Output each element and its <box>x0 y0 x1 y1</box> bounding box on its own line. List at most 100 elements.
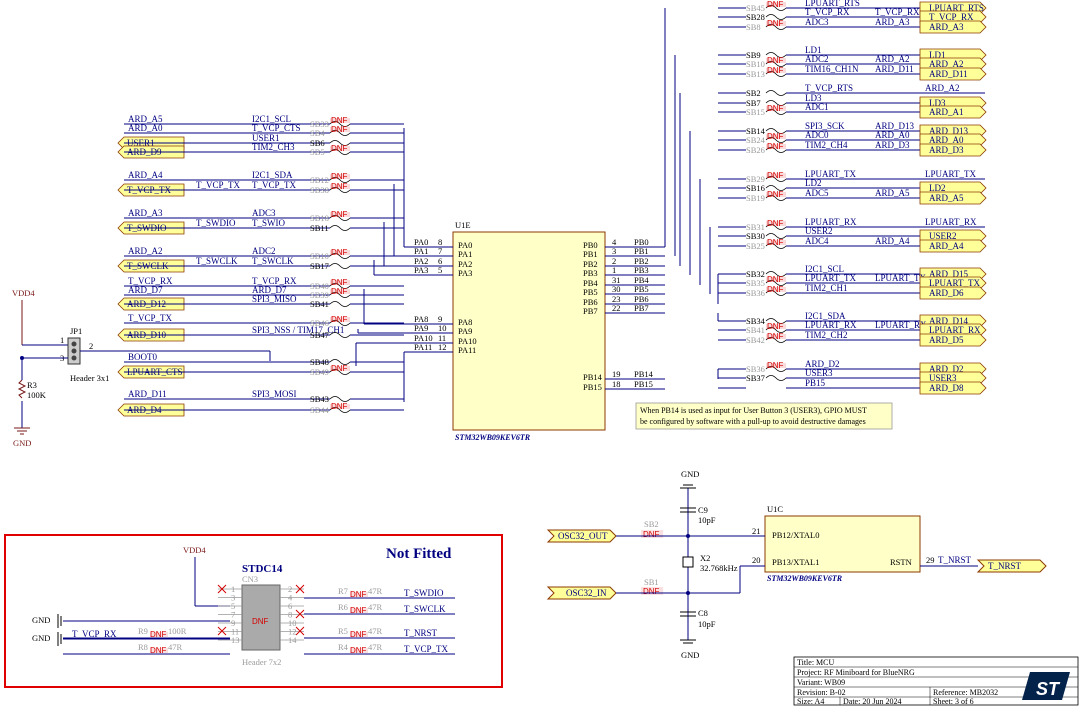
right-g6-r1-mid: LPUART_TX <box>875 273 926 283</box>
stdc-vdd: VDD4 <box>183 545 206 555</box>
left-g0-r0-port: ARD_A5 <box>128 114 163 124</box>
jp1-gnd-label: GND <box>13 438 31 448</box>
u1e-rpin-5-num: 30 <box>612 284 621 294</box>
left-g1-r0-sb-ref: SB12 <box>310 175 329 185</box>
u1c-pin-a: PB12/XTAL0 <box>772 530 820 540</box>
left-g0-r1-net: T_VCP_CTS <box>252 123 301 133</box>
right-g4-r1-net: LD2 <box>805 178 822 188</box>
stdc-r3-dnf-mark <box>150 648 168 653</box>
left-g5-r0-port: T_VCP_TX <box>128 313 173 323</box>
left-g7-r0-sb-symbol <box>329 396 351 402</box>
u1e-rpin-3-net: PB3 <box>634 265 649 275</box>
left-g4-r1-sb-dnf: DNF <box>331 287 348 296</box>
right-g3-r2-sb-dnf: DNF <box>767 142 784 151</box>
pb14-note: When PB14 is used as input for User Butt… <box>635 402 893 430</box>
right-g1-r2-sb-dnf-mark <box>766 68 786 73</box>
sb1-ref: SB1 <box>644 577 659 587</box>
right-g6-r2-sb-dnf-mark <box>766 287 786 292</box>
right-g1-r0-net: LD1 <box>805 45 822 55</box>
right-g2-r2-sb-dnf-mark <box>766 106 786 111</box>
stdc-r5-dnf: DNF <box>350 646 367 655</box>
u1e-pin-0-name: PA0 <box>458 240 472 250</box>
right-g0-r0-sb-dnf-mark <box>766 2 786 7</box>
right-g1-r1-sb-symbol <box>765 61 787 67</box>
right-g5-r1-sb-ref: SB30 <box>746 231 765 241</box>
u1e-rpin-7-num: 22 <box>612 303 621 313</box>
u1e-rpin-2-name: PB2 <box>583 259 598 269</box>
r3-value: 100K <box>27 390 47 400</box>
stdc-r5-net: T_VCP_TX <box>404 644 449 654</box>
right-g5-r2-mid: ARD_A4 <box>875 236 910 246</box>
left-g2-r0-sb-ref: SB18 <box>310 213 329 223</box>
stdc-r3-ref: R8 <box>138 642 148 652</box>
nc-mark-3 <box>295 609 305 619</box>
right-g6-r1-port: LPUART_TX <box>929 278 980 288</box>
right-g3-r0-mid: ARD_D13 <box>875 121 915 131</box>
right-g3-r1-sb-dnf-mark <box>766 134 786 139</box>
right-g6-r1-sb-ref: SB35 <box>746 278 765 288</box>
right-g2-r0-sb-ref: SB2 <box>746 88 761 98</box>
svg-text:ST: ST <box>1036 679 1061 699</box>
x2-val: 32.768kHz <box>700 563 738 573</box>
right-g0-r2-sb-symbol <box>765 24 787 30</box>
u1e-rpin-8-num: 19 <box>612 369 621 379</box>
right-g5-r2-net: ADC4 <box>805 236 829 246</box>
right-g4-r1-sb-symbol <box>765 185 787 191</box>
tb-revision: Revision: B-02 <box>797 688 846 697</box>
stdc-gnd2: GND <box>32 633 50 643</box>
right-g0-r0-sb-dnf: DNF <box>767 0 784 9</box>
right-g1-r1-port: ARD_A2 <box>929 59 964 69</box>
stdc-r2-dnf: DNF <box>150 630 167 639</box>
right-g5-r2-sb-dnf-mark <box>766 240 786 245</box>
u1e-part: STM32WB09KEV6TR <box>455 433 531 442</box>
right-g4-r1-port: LD2 <box>929 183 946 193</box>
right-g7-r1-mid: LPUART_RX <box>875 320 927 330</box>
left-g6-r0-port: BOOT0 <box>128 352 157 362</box>
left-g0-r0-sb-ref: SB33 <box>310 119 329 129</box>
nc-mark-2 <box>295 584 305 594</box>
u1e-rpin-1-net: PB1 <box>634 246 649 256</box>
right-g1-r1-mid: ARD_A2 <box>875 54 910 64</box>
right-g2-r0-sb-symbol <box>765 90 787 96</box>
u1e-rpin-4-num: 31 <box>612 275 621 285</box>
right-g4-r2-sb-symbol <box>765 195 787 201</box>
stdc-r4-dnf-mark <box>350 632 368 637</box>
right-g3-r2-net: TIM2_CH4 <box>805 140 848 150</box>
right-g1-r2-net: TIM16_CH1N <box>805 64 859 74</box>
right-g4-r1-sb-ref: SB16 <box>746 183 765 193</box>
osc-gnd-top: GND <box>681 469 699 479</box>
left-g0-r1-sb-dnf-mark <box>330 127 350 132</box>
right-g4-r2-sb-dnf: DNF <box>767 190 784 199</box>
right-g8-r0-sb-ref: SB36 <box>746 364 765 374</box>
right-g6-r0-port: ARD_D15 <box>929 269 969 279</box>
jp1-desc: Header 3x1 <box>70 373 109 383</box>
left-g6-r1-sb-ref: SB49 <box>310 367 329 377</box>
right-g3-r1-sb-dnf: DNF <box>767 132 784 141</box>
right-g2-r0-mid: ARD_A2 <box>925 83 960 93</box>
right-g7-r2-sb-ref: SB42 <box>746 335 765 345</box>
left-g2-r1-net: T_SWIO <box>252 218 285 228</box>
right-g7-r0-sb-ref: SB34 <box>746 316 766 326</box>
u1e-pin-7-name: PA11 <box>458 345 476 355</box>
u1e-pin-1-net: PA1 <box>414 246 428 256</box>
right-g5-r0-sb-dnf: DNF <box>767 219 784 228</box>
left-g4-r2-sb-ref: SB41 <box>310 299 329 309</box>
u1e-pin-1-name: PA1 <box>458 249 472 259</box>
left-g6-r0-sb-ref: SB48 <box>310 357 329 367</box>
left-g0-r3-sb-dnf-mark <box>330 146 350 151</box>
right-g8-r2-port: ARD_D8 <box>929 383 964 393</box>
right-g0-r2-port-shape <box>919 20 987 34</box>
stdc-r0-dnf-mark <box>350 592 368 597</box>
left-g3-r0-sb-dnf-mark <box>330 250 350 255</box>
left-g6-r1-sb-symbol <box>329 369 351 375</box>
right-g5-r0-sb-dnf-mark <box>766 221 786 226</box>
tb-title: Title: MCU <box>797 658 834 667</box>
left-g1-r0-sb-symbol <box>329 177 351 183</box>
right-g8-r0-sb-symbol <box>765 366 787 372</box>
left-g4-r0-net: T_VCP_RX <box>252 276 297 286</box>
right-g0-r2-net: ADC3 <box>805 17 829 27</box>
right-g3-r0-net: SPI3_SCK <box>805 121 845 131</box>
left-g2-r1-sb-ref: SB11 <box>310 223 329 233</box>
right-g7-r2-sb-dnf: DNF <box>767 332 784 341</box>
right-g6-r1-net: LPUART_TX <box>805 273 856 283</box>
